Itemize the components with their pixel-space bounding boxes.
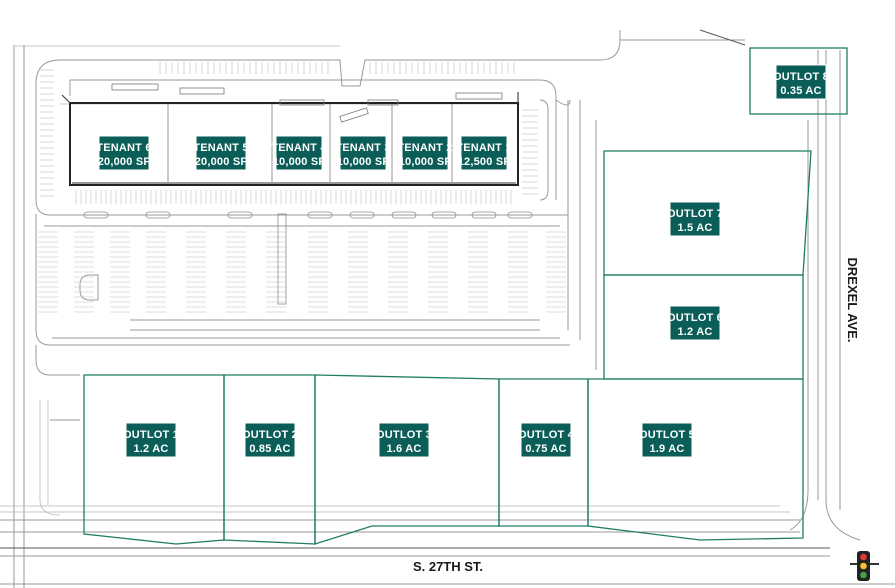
outlot-1-boundary bbox=[83, 374, 225, 545]
tenant-4-size: 10,000 SF bbox=[273, 156, 326, 168]
outlot-2-label[interactable]: OUTLOT 2 0.85 AC bbox=[242, 422, 298, 458]
tenant-3-label[interactable]: TENANT 3 10,000 SF bbox=[335, 135, 390, 171]
outlot-6-label[interactable]: OUTLOT 6 1.2 AC bbox=[667, 305, 723, 341]
parking-stalls bbox=[38, 62, 566, 313]
outlot-8-boundary bbox=[749, 47, 848, 115]
tenant-1-label[interactable]: TENANT 1 12,500 SF bbox=[456, 135, 511, 171]
tenant-5-label[interactable]: TENANT 5 20,000 SF bbox=[193, 135, 248, 171]
outlot-7-size: 1.5 AC bbox=[677, 222, 712, 234]
outlot-4-name: OUTLOT 4 bbox=[518, 429, 575, 441]
tenant-5-name: TENANT 5 bbox=[193, 142, 248, 154]
retail-building bbox=[61, 83, 519, 186]
tenant-1-name: TENANT 1 bbox=[456, 142, 511, 154]
building-outline bbox=[69, 102, 519, 186]
tenant-1-size: 12,500 SF bbox=[458, 156, 511, 168]
outlot-2-name: OUTLOT 2 bbox=[242, 429, 298, 441]
tenant-6-size: 20,000 SF bbox=[98, 156, 151, 168]
tenant-2-label[interactable]: TENANT 2 10,000 SF bbox=[397, 135, 452, 171]
outlot-4-label[interactable]: OUTLOT 4 0.75 AC bbox=[518, 422, 575, 458]
outlot-boundaries bbox=[83, 47, 848, 545]
outlot-4-size: 0.75 AC bbox=[525, 443, 566, 455]
outlot-5-size: 1.9 AC bbox=[649, 443, 684, 455]
outlot-8-size: 0.35 AC bbox=[780, 85, 821, 97]
street-name-south: S. 27TH ST. bbox=[413, 559, 483, 574]
tenant-4-name: TENANT 4 bbox=[271, 142, 327, 154]
tenant-2-name: TENANT 2 bbox=[397, 142, 452, 154]
outlot-5-boundary bbox=[587, 378, 804, 541]
tenant-3-size: 10,000 SF bbox=[337, 156, 390, 168]
tenant-5-size: 20,000 SF bbox=[195, 156, 248, 168]
outlot-2-size: 0.85 AC bbox=[249, 443, 290, 455]
outlot-labels: OUTLOT 1 1.2 AC OUTLOT 2 0.85 AC OUTLOT … bbox=[123, 64, 829, 458]
outlot-7-label[interactable]: OUTLOT 7 1.5 AC bbox=[667, 201, 723, 237]
outlot-6-name: OUTLOT 6 bbox=[667, 312, 723, 324]
outlot-3-label[interactable]: OUTLOT 3 1.6 AC bbox=[376, 422, 432, 458]
tenant-labels: TENANT 6 20,000 SF TENANT 5 20,000 SF TE… bbox=[96, 135, 511, 171]
tenant-6-name: TENANT 6 bbox=[96, 142, 151, 154]
outlot-1-label[interactable]: OUTLOT 1 1.2 AC bbox=[123, 422, 179, 458]
tenant-3-name: TENANT 3 bbox=[335, 142, 390, 154]
outlot-3-boundary bbox=[314, 374, 500, 545]
parking-islands bbox=[83, 211, 533, 305]
outlot-1-size: 1.2 AC bbox=[133, 443, 168, 455]
outlot-7-name: OUTLOT 7 bbox=[667, 208, 723, 220]
outlot-3-name: OUTLOT 3 bbox=[376, 429, 432, 441]
outlot-5-name: OUTLOT 5 bbox=[639, 429, 695, 441]
traffic-light-icon bbox=[850, 551, 879, 581]
outlot-3-size: 1.6 AC bbox=[386, 443, 421, 455]
tenant-2-size: 10,000 SF bbox=[399, 156, 452, 168]
tenant-4-label[interactable]: TENANT 4 10,000 SF bbox=[271, 135, 327, 171]
outlot-6-size: 1.2 AC bbox=[677, 326, 712, 338]
site-linework bbox=[0, 29, 895, 588]
street-name-east: DREXEL AVE. bbox=[845, 257, 860, 342]
outlot-8-name: OUTLOT 8 bbox=[773, 71, 829, 83]
outlot-5-label[interactable]: OUTLOT 5 1.9 AC bbox=[639, 422, 695, 458]
outlot-2-boundary bbox=[223, 374, 316, 545]
tenant-6-label[interactable]: TENANT 6 20,000 SF bbox=[96, 135, 151, 171]
outlot-8-label[interactable]: OUTLOT 8 0.35 AC bbox=[773, 64, 829, 100]
outlot-1-name: OUTLOT 1 bbox=[123, 429, 179, 441]
